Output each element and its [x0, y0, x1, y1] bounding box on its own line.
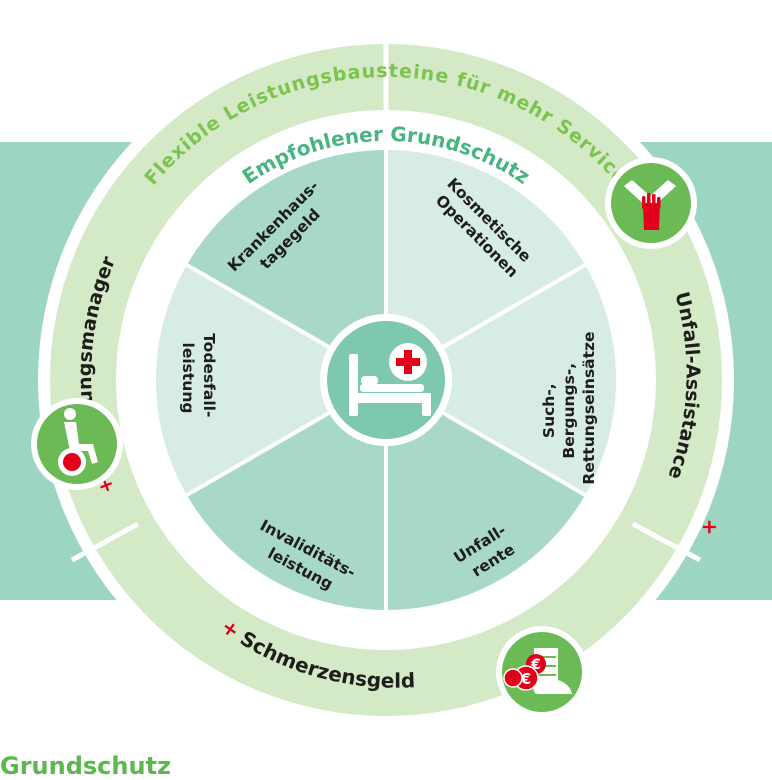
plus-sign: +: [698, 519, 722, 536]
segment-unfallrente-bg: [386, 413, 586, 610]
svg-text:€: €: [530, 657, 541, 673]
segment-rettungseinsaetze: Such-, Bergungs-, Rettungseinsätze: [540, 331, 598, 484]
wheelchair-icon: [31, 398, 123, 490]
outer-ring-dividers: [70, 44, 702, 563]
bottom-heading: Grundschutz: [0, 752, 172, 780]
segment-kosmetische-operationen-bg: [386, 150, 586, 347]
segment-divider: [184, 411, 330, 498]
hospital-bed-icon: [320, 314, 452, 446]
segment-dividers: [184, 148, 588, 612]
segment-divider: [442, 262, 588, 349]
segment-krankenhaustagegeld-bg: [186, 150, 386, 347]
svg-text:€: €: [520, 670, 531, 688]
segment-invaliditaetsleistung-bg: [186, 413, 386, 610]
money-bandage-icon: € €: [496, 626, 588, 718]
helping-hands-icon: [605, 157, 697, 249]
segment-todesfallleistung: Todesfall- leistung: [179, 333, 218, 423]
segment-divider: [184, 262, 330, 349]
segment-divider: [442, 411, 588, 498]
